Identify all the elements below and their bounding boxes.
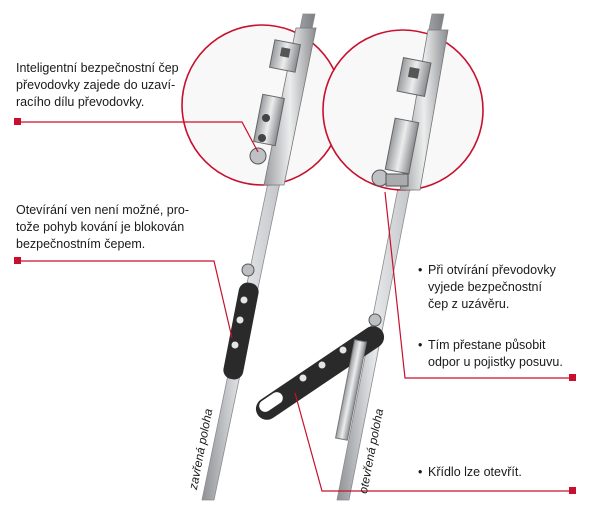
- bullet-sash: • Křídlo lze otevřít.: [418, 464, 522, 481]
- callout-line: racího dílu převodovky.: [16, 95, 145, 109]
- bullet-resistance: • Tím přestane působit odpor u pojistky …: [418, 337, 563, 371]
- bullet-line: odpor u pojistky posuvu.: [428, 355, 563, 369]
- callout-blocked-opening: Otevírání ven není možné, pro- tože pohy…: [16, 202, 189, 253]
- bullet-line: čep z uzávěru.: [428, 297, 510, 311]
- leader-endpoints: [14, 118, 576, 494]
- callout-line: Inteligentní bezpečnostní čep: [16, 61, 179, 75]
- leader-lines: [18, 121, 573, 492]
- callout-line: převodovky zajede do uzaví-: [16, 78, 176, 92]
- bullet-line: Při otvírání převodovky: [428, 263, 556, 277]
- bullet-gear-open: • Při otvírání převodovky vyjede bezpečn…: [418, 262, 556, 313]
- bullet-line: vyjede bezpečnostní: [428, 280, 542, 294]
- open-stay-arm: [255, 313, 385, 441]
- closed-stay-arm: [223, 263, 259, 380]
- callout-line: bezpečnostním čepem.: [16, 237, 146, 251]
- bullet-line: Tím přestane působit: [428, 338, 546, 352]
- bullet-line: Křídlo lze otevřít.: [428, 465, 522, 479]
- bullet-dot-icon: •: [418, 263, 423, 277]
- bullet-dot-icon: •: [418, 465, 423, 479]
- callout-line: Otevírání ven není možné, pro-: [16, 203, 190, 217]
- callout-line: tože pohyb kování je blokován: [16, 220, 185, 234]
- right-detail-parts: [371, 29, 449, 191]
- callout-safety-pin: Inteligentní bezpečnostní čep převodovky…: [16, 60, 179, 111]
- left-detail-parts: [249, 27, 317, 186]
- bullet-dot-icon: •: [418, 338, 423, 352]
